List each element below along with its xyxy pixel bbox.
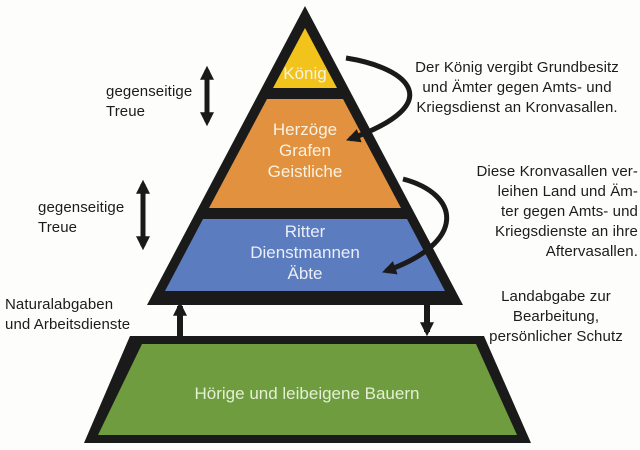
level-label-ritter: Ritter Dienstmannen Äbte [250,222,360,283]
level-label-adel: Herzöge Grafen Geistliche [267,120,343,181]
annotation-treue-oben: gegenseitige Treue [106,83,193,120]
annotation-koenig-vergibt: Der König vergibt Grundbesitz und Ämter … [415,59,619,116]
annotation-landabgabe: Landabgabe zur Bearbeitung, persönlicher… [489,288,623,345]
pyramid-level-koenig-shape [273,28,337,88]
arrow-adel-to-ritter [382,176,450,275]
pyramid-level-adel-shape [209,99,401,208]
arrow-koenig-to-adel [345,55,413,143]
base-label-bauern: Hörige und leibeigene Bauern [194,384,420,403]
annotation-kronvasallen: Diese Kronvasallen ver- leihen Land und … [476,163,638,260]
level-label-koenig: König [283,64,327,83]
pyramid-level-ritter-shape [165,219,445,291]
annotation-naturalabgaben: Naturalabgaben und Arbeitsdienste [5,296,131,333]
base-bauern-shape [98,344,517,435]
annotation-treue-unten: gegenseitige Treue [38,199,125,236]
